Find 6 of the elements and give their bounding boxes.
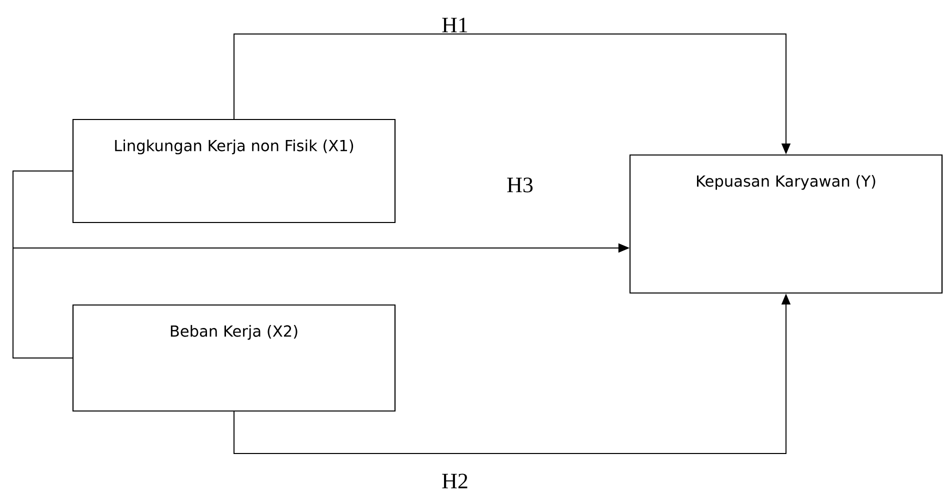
edge-label: H3 [506,176,534,194]
text-box: Lingkungan Kerja non Fisik (X1) [72,118,396,224]
edge-label: H1 [440,16,470,34]
edge-label: H2 [440,472,470,490]
text-box: Beban Kerja (X2) [72,304,396,412]
text-box: Kepuasan Karyawan (Y) [629,154,943,294]
